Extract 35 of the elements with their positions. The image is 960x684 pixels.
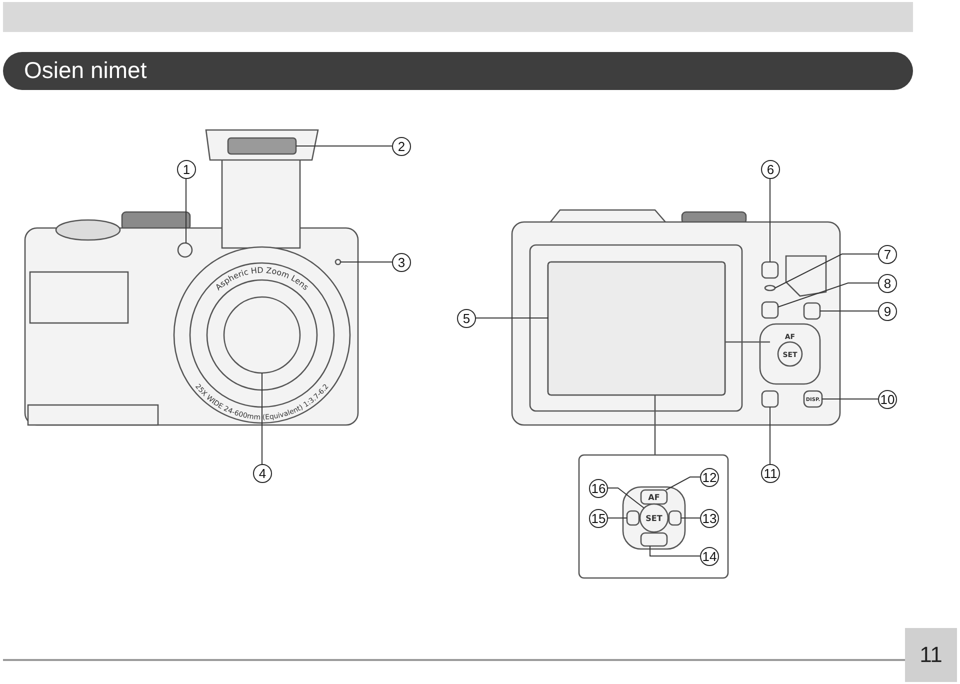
- callout-number: 2: [392, 137, 411, 156]
- leader-line: [606, 488, 644, 508]
- indicator-lamp: [764, 284, 776, 292]
- microphone-hole: [334, 258, 342, 266]
- leader-line: [774, 254, 878, 288]
- callout-number: 4: [253, 464, 272, 483]
- camera-button: [761, 390, 779, 408]
- callout-number: 8: [878, 274, 897, 293]
- callout-number: 10: [878, 390, 897, 409]
- set-button: SET: [639, 503, 669, 533]
- leader-line: [820, 310, 878, 312]
- camera-button: [761, 261, 779, 279]
- callout-number: 5: [457, 309, 476, 328]
- camera-button: [761, 301, 779, 319]
- callout-number: 6: [761, 160, 780, 179]
- callout-number: 3: [392, 253, 411, 272]
- callout-number: 1: [177, 160, 196, 179]
- arrow-key: [668, 510, 682, 526]
- lamp-window: [177, 242, 193, 258]
- section-title: Osien nimet: [24, 56, 147, 84]
- leader-line: [666, 476, 700, 490]
- flash-window: [227, 137, 297, 155]
- arrow-key: AF: [640, 489, 668, 505]
- arrow-key: [640, 532, 668, 547]
- page-number: 11: [905, 628, 957, 682]
- callout-number: 7: [878, 245, 897, 264]
- leader-line: [650, 546, 700, 556]
- lcd-screen: [547, 261, 726, 396]
- callout-number: 11: [761, 464, 780, 483]
- lens-glass: [223, 296, 301, 374]
- leader-line: [822, 398, 878, 400]
- callout-number: 9: [878, 302, 897, 321]
- camera-button: [803, 302, 821, 320]
- arrow-key: [626, 510, 640, 526]
- leader-line: [778, 282, 878, 308]
